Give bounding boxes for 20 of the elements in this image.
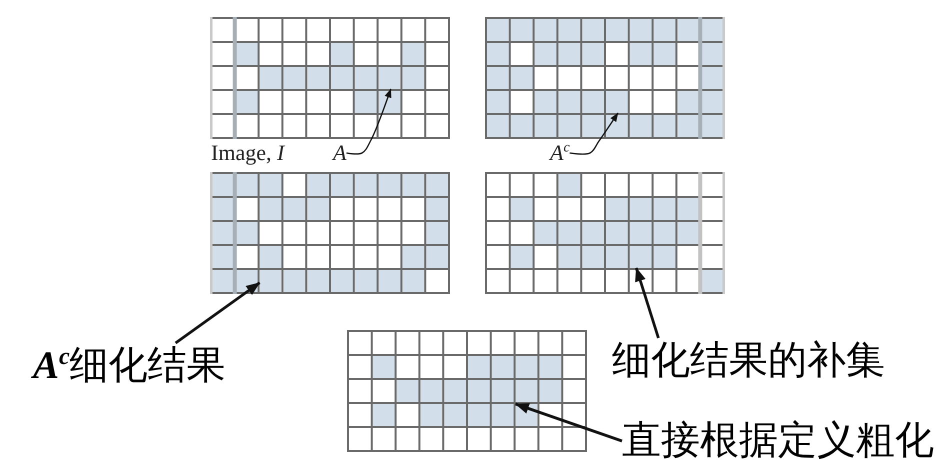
- shaded-cell: [260, 270, 282, 292]
- pixel-grid: [210, 172, 450, 294]
- shaded-cell: [630, 246, 652, 268]
- leader-arrow: [570, 112, 619, 155]
- leader-arrow: [174, 282, 260, 344]
- pixel-grid: [485, 172, 725, 294]
- symbol-label: A$^{c}$: [550, 141, 570, 165]
- pixel-grid: [347, 330, 587, 452]
- shaded-cell: [606, 91, 628, 113]
- leader-arrow: [346, 88, 392, 155]
- shaded-cell: [378, 67, 400, 89]
- leader-arrow: [635, 267, 660, 338]
- annotation-label: A$^{c}$细化结果: [33, 343, 226, 389]
- leader-arrow: [514, 402, 622, 442]
- symbol-label: A: [333, 141, 346, 165]
- annotation-label: 细化结果的补集: [612, 338, 885, 384]
- pixel-grid: [210, 17, 450, 139]
- image-caption: Image, I: [211, 141, 284, 165]
- annotation-label: 直接根据定义粗化: [622, 418, 934, 464]
- pixel-grid: [485, 17, 725, 139]
